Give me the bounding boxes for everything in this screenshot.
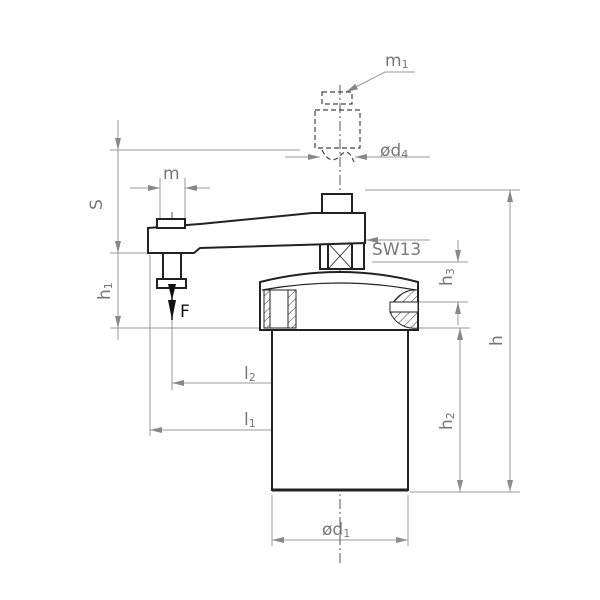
cylinder-body: [259, 271, 419, 492]
label-d4: ød4: [380, 141, 408, 161]
label-sw13: SW13: [372, 240, 421, 260]
label-d1: ød1: [322, 520, 350, 540]
label-l1: l1: [244, 410, 256, 430]
label-s: S: [87, 199, 107, 210]
label-h2: h2: [437, 412, 457, 430]
hidden-thread-stud: [314, 91, 361, 163]
clamp-arm: [147, 193, 366, 320]
label-h3: h3: [437, 268, 457, 286]
label-h: h: [487, 335, 507, 346]
label-m: m: [163, 164, 180, 184]
label-h1: h1: [95, 282, 115, 300]
label-m1: m1: [385, 51, 409, 71]
label-force-f: F: [180, 302, 190, 322]
label-l2: l2: [244, 364, 256, 384]
